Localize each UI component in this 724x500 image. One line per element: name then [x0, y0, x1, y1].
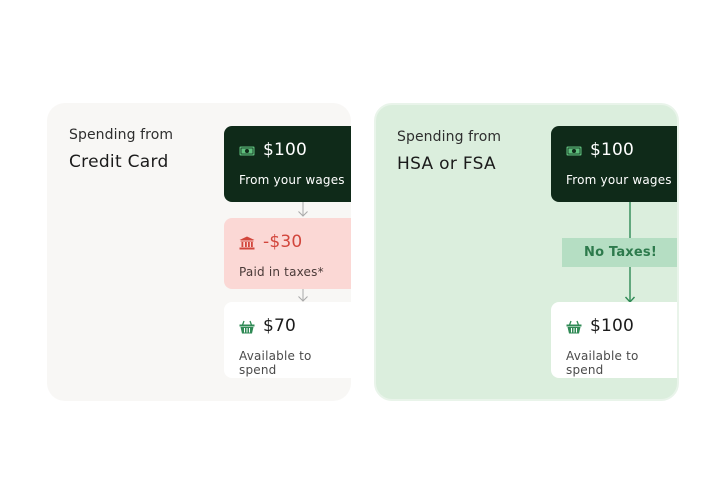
credit-card-panel: Spending from Credit Card $100 From your…: [47, 103, 351, 401]
hsa-fsa-panel: Spending from HSA or FSA $100 From your …: [374, 103, 679, 401]
bank-icon: [239, 235, 255, 250]
credit-card-source-title: Credit Card: [69, 152, 169, 172]
taxes-caption: Paid in taxes*: [239, 265, 324, 279]
available-card: $70 Available to spend: [224, 302, 351, 378]
wages-card: $100 From your wages: [224, 126, 351, 202]
arrow-down-1: [298, 202, 308, 217]
available-amount: $70: [263, 316, 297, 336]
money-bill-icon: [566, 143, 582, 157]
spending-from-label: Spending from: [69, 127, 174, 143]
wages-amount: $100: [590, 140, 635, 160]
basket-icon: [239, 319, 255, 334]
available-card: $100 Available to spend: [551, 302, 677, 378]
money-bill-icon: [239, 143, 255, 157]
wages-amount: $100: [263, 140, 308, 160]
basket-icon: [566, 319, 582, 334]
hsa-fsa-source-title: HSA or FSA: [397, 154, 496, 174]
taxes-card: -$30 Paid in taxes*: [224, 218, 351, 289]
available-amount: $100: [590, 316, 635, 336]
available-caption: Available to spend: [239, 349, 312, 377]
arrow-down-2: [298, 289, 308, 302]
taxes-amount: -$30: [263, 232, 303, 252]
wages-card: $100 From your wages: [551, 126, 677, 202]
wages-caption: From your wages: [566, 173, 672, 187]
no-taxes-badge: No Taxes!: [562, 238, 677, 267]
wages-caption: From your wages: [239, 173, 345, 187]
available-caption: Available to spend: [566, 349, 639, 377]
spending-from-label: Spending from: [397, 129, 502, 145]
